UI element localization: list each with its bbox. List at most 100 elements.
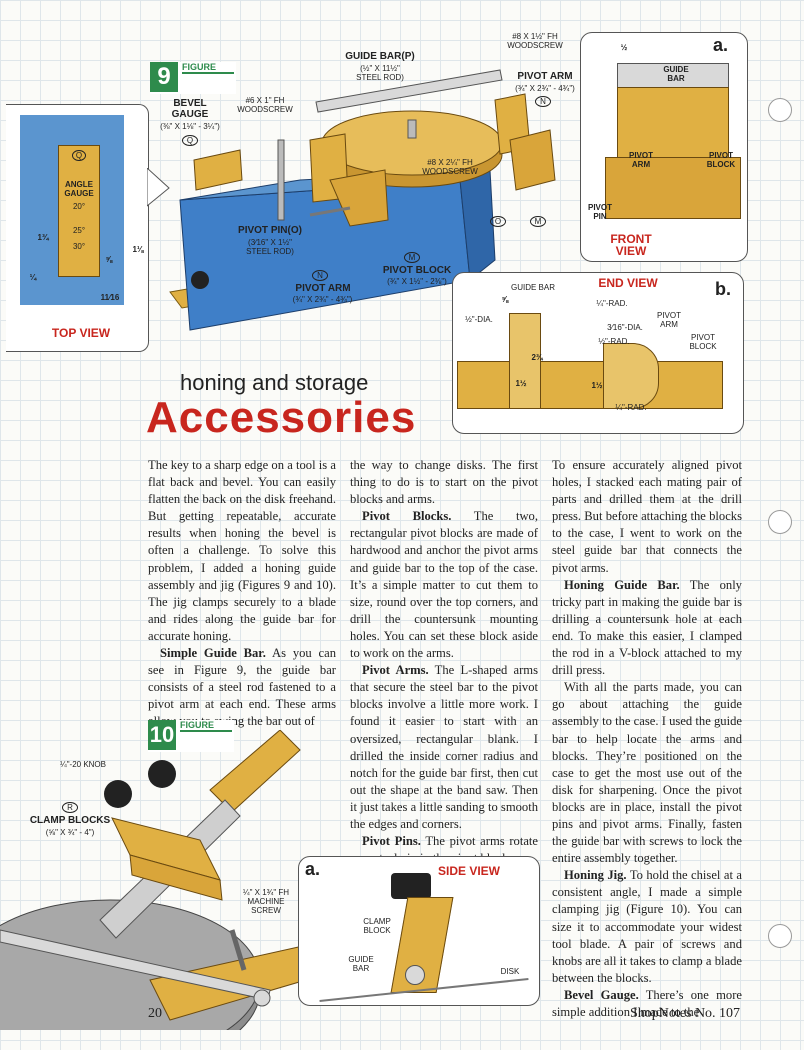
- label-pivot-arm-top-dims: (¾" x 2¾" - 4¾"): [515, 84, 575, 93]
- figure9-word: FIGURE: [182, 62, 234, 74]
- end-view-pivot-block: PIVOT BLOCK: [689, 333, 717, 351]
- col3-paragraph: To ensure accurately aligned pivot holes…: [552, 458, 742, 575]
- label-guide-bar: GUIDE BAR(P): [345, 51, 415, 62]
- top-view-title: TOP VIEW: [51, 326, 111, 340]
- front-view-letter: a.: [713, 35, 729, 55]
- dim-bottom: 11⁄16: [100, 293, 120, 302]
- text-column-2: the way to change disks. The first thing…: [350, 457, 538, 867]
- front-view-title: FRONT VIEW: [610, 232, 652, 258]
- end-view-dim-right: 1½: [591, 381, 603, 390]
- label-screw-top: #8 x 1½" Fh WOODSCREW: [507, 32, 563, 50]
- binder-hole: [768, 98, 792, 122]
- letter-m: M: [404, 252, 420, 263]
- end-view-dia-pin: 3⁄16"-DIA.: [607, 323, 643, 332]
- end-view-dim-5-8: ⅝: [501, 295, 509, 304]
- col3-paragraph: Bevel Gauge. There’s one more simple add…: [552, 987, 742, 1019]
- side-view-letter: a.: [305, 859, 321, 879]
- side-view-panel: a. SIDE VIEW CLAMP BLOCK GUIDE BAR DISK: [298, 856, 540, 1006]
- end-view-dia-left: ½"-DIA.: [465, 315, 493, 324]
- front-view-pivot-arm-label: PIVOT ARM: [628, 151, 653, 169]
- figure10-badge: 10 FIGURE: [148, 720, 234, 752]
- label-pivot-arm-bottom: PIVOT ARM: [295, 283, 351, 294]
- col1-paragraph: The key to a sharp edge on a tool is a f…: [148, 458, 336, 643]
- letter-q: Q: [182, 135, 198, 146]
- front-view-pivot-block: [605, 157, 741, 219]
- label-center-screw: #8 x 2¼" Fh WOODSCREW: [422, 158, 478, 176]
- side-view-guide-bar-label: GUIDE BAR: [348, 955, 374, 973]
- top-view-letter-q: Q: [72, 150, 86, 161]
- end-view-pivot-arm: PIVOT ARM: [656, 311, 681, 329]
- end-view-arm-foot: [603, 343, 659, 409]
- letter-n-top: N: [535, 96, 551, 107]
- text-column-3: To ensure accurately aligned pivot holes…: [552, 457, 742, 1021]
- figure10-number: 10: [148, 720, 176, 750]
- col2-paragraph: the way to change disks. The first thing…: [350, 458, 538, 507]
- angle-25: 25°: [72, 226, 86, 235]
- letter-o2: O: [490, 216, 506, 227]
- dim-right: 1⅛: [132, 245, 144, 254]
- front-view-panel: a. ½ GUIDE BAR PIVOT ARM PIVOT BLOCK PIV…: [580, 32, 748, 262]
- label-guide-bar-dims: (½" x 11½" STEEL ROD): [356, 64, 404, 82]
- label-pivot-pin: PIVOT PIN(O): [238, 225, 302, 236]
- binder-hole: [768, 510, 792, 534]
- figure9-badge: 9 FIGURE: [150, 62, 236, 94]
- front-view-pivot-block-label: PIVOT BLOCK: [706, 151, 736, 169]
- page-number: 20: [148, 1006, 162, 1021]
- label-pivot-arm-top: PIVOT ARM: [517, 71, 573, 82]
- end-view-rad-half: ½"-RAD.: [598, 337, 630, 346]
- angle-gauge-label: ANGLE GAUGE: [64, 180, 94, 198]
- dim-bottom-left: ¼: [29, 273, 37, 282]
- end-view-title: END VIEW: [598, 276, 658, 290]
- label-bevel-dims: (⅜" x 1⅛" - 3¼"): [160, 122, 220, 131]
- top-view-pointer: [147, 168, 170, 207]
- end-view-guide-bar-label: GUIDE BAR: [510, 283, 555, 292]
- label-clamp-blocks: CLAMP BLOCKS: [29, 815, 111, 826]
- publication-name: ShopNotes No. 107: [630, 1006, 741, 1021]
- col2-paragraph: Pivot Blocks. The two, rectangular pivot…: [350, 509, 538, 661]
- binder-hole: [768, 924, 792, 948]
- end-view-arm: [509, 313, 541, 409]
- col1-paragraph: Simple Guide Bar. As you can see in Figu…: [148, 646, 336, 729]
- end-view-block: [457, 361, 723, 409]
- front-view-pivot-arm: [617, 87, 729, 159]
- label-pivot-block-dims: (¾" x 1½" - 2⅜"): [387, 277, 447, 286]
- side-view-knob: [391, 873, 431, 899]
- side-view-clamp-label: CLAMP BLOCK: [363, 917, 391, 935]
- angle-30: 30°: [72, 242, 86, 251]
- end-view-letter: b.: [715, 279, 731, 299]
- angle-gauge: Q ANGLE GAUGE 20° 25° 30°: [58, 145, 100, 277]
- label-pivot-block: PIVOT BLOCK: [382, 265, 452, 276]
- page-title: Accessories: [146, 393, 417, 442]
- angle-20: 20°: [72, 202, 86, 211]
- end-view-dim-width: 1½: [515, 379, 527, 388]
- figure10-word: FIGURE: [180, 720, 232, 732]
- front-view-dim-top: ½: [620, 43, 628, 52]
- label-pivot-arm-bottom-dims: (¾" x 2¾" - 4¾"): [292, 295, 353, 304]
- end-view-dim-height: 2¾: [531, 353, 543, 362]
- label-knob: ¼"-20 KNOB: [60, 760, 106, 769]
- heading-kicker: honing and storage: [180, 370, 369, 395]
- front-view-guide-bar-label: GUIDE BAR: [663, 65, 689, 83]
- dim-left: 1¾: [37, 233, 49, 242]
- label-clamp-dims: (⅝" x ¾" - 4"): [45, 828, 95, 837]
- letter-r: R: [62, 802, 78, 813]
- col3-paragraph: Honing Jig. To hold the chisel at a cons…: [552, 868, 742, 985]
- side-view-guide-bar: [405, 965, 425, 985]
- side-view-title: SIDE VIEW: [437, 864, 500, 878]
- letter-n: N: [312, 270, 328, 281]
- figure9-illustration: [169, 69, 556, 331]
- top-view-panel: Q ANGLE GAUGE 20° 25° 30° 1¾ ⅝ 1⅛ ¼ 11⁄1…: [6, 104, 149, 352]
- col2-paragraph: Pivot Arms. The L-shaped arms that secur…: [350, 663, 538, 831]
- label-pivot-pin-dims: (3⁄16" x 1½" STEEL ROD): [246, 238, 294, 256]
- end-view-panel: b. END VIEW GUIDE BAR ¼"-RAD. ⅝ ½"-DIA. …: [452, 272, 744, 434]
- label-woodscrew-small: #6 x 1" Fh WOODSCREW: [237, 96, 293, 114]
- front-view-pivot-pin-label: PIVOT PIN: [587, 203, 612, 221]
- letter-m2: M: [530, 216, 546, 227]
- col3-paragraph: Honing Guide Bar. The only tricky part i…: [552, 577, 742, 678]
- figure10-illustration: [0, 730, 341, 1030]
- figure9-number: 9: [150, 62, 178, 92]
- label-bevel-gauge: BEVEL GAUGE: [171, 98, 209, 120]
- end-view-rad-bottom: ¼"-RAD.: [615, 403, 647, 412]
- col3-paragraph: With all the parts made, you can go abou…: [552, 680, 742, 866]
- text-column-1: The key to a sharp edge on a tool is a f…: [148, 457, 336, 731]
